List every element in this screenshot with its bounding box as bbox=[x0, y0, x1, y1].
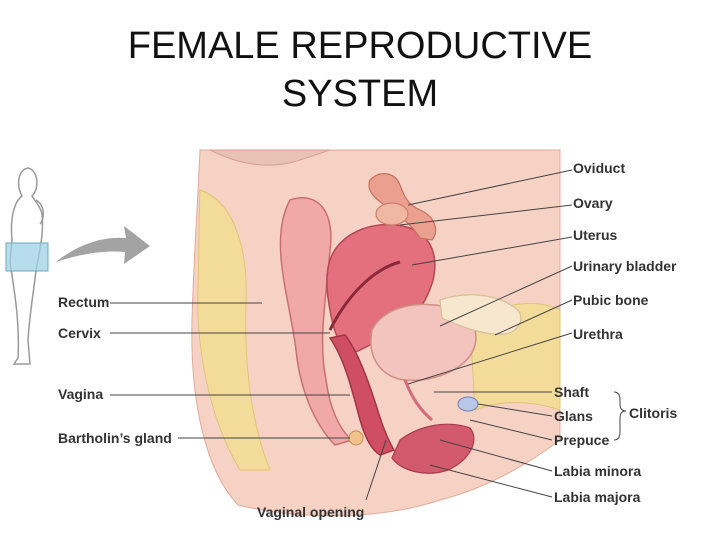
label-cervix: Cervix bbox=[58, 325, 101, 341]
urinary-bladder-shape bbox=[370, 303, 477, 382]
label-labia-majora: Labia majora bbox=[554, 489, 641, 505]
body-outline-icon bbox=[9, 167, 44, 365]
labia-shape bbox=[391, 423, 475, 474]
vagina-shape bbox=[328, 334, 396, 456]
clitoris-glans-shape bbox=[457, 396, 479, 412]
rectum-shape bbox=[279, 197, 354, 446]
bartholins-gland-shape bbox=[348, 430, 364, 446]
pubic-bone-shape bbox=[439, 294, 522, 335]
label-uterus: Uterus bbox=[573, 227, 618, 243]
uterine-cavity bbox=[328, 260, 401, 331]
pelvic-region-highlight bbox=[5, 242, 49, 272]
label-urinary-bladder: Urinary bladder bbox=[573, 258, 677, 274]
label-vagina: Vagina bbox=[58, 386, 104, 402]
title-line-2: SYSTEM bbox=[281, 73, 439, 115]
label-clitoris: Clitoris bbox=[629, 405, 678, 421]
label-ovary: Ovary bbox=[573, 195, 613, 211]
fat-layer-left bbox=[197, 189, 271, 471]
ovary-shape bbox=[375, 202, 409, 226]
label-prepuce: Prepuce bbox=[554, 432, 610, 448]
leader-lines bbox=[110, 169, 627, 501]
title-line-1: FEMALE REPRODUCTIVE bbox=[127, 25, 593, 67]
label-labia-minora: Labia minora bbox=[554, 463, 642, 479]
label-vaginal-opening: Vaginal opening bbox=[257, 504, 365, 520]
label-oviduct: Oviduct bbox=[573, 160, 626, 176]
urethra-shape bbox=[403, 379, 433, 422]
spine-band bbox=[209, 149, 331, 166]
label-urethra: Urethra bbox=[573, 326, 623, 342]
page-title: FEMALE REPRODUCTIVE SYSTEM bbox=[0, 22, 720, 118]
label-rectum: Rectum bbox=[58, 294, 110, 310]
label-pubic-bone: Pubic bone bbox=[573, 292, 649, 308]
cross-section bbox=[191, 149, 561, 517]
label-glans: Glans bbox=[554, 408, 593, 424]
label-shaft: Shaft bbox=[554, 384, 589, 400]
pointer-arrow-icon bbox=[56, 226, 150, 264]
label-bartholins-gland: Bartholin’s gland bbox=[58, 430, 172, 446]
